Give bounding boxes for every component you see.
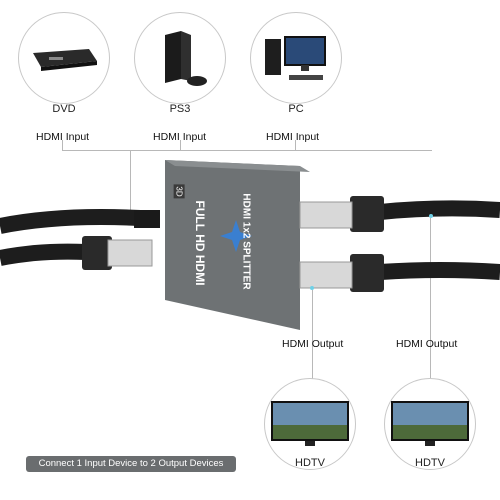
dvd-label: DVD <box>52 103 76 115</box>
ps3-source <box>134 12 226 104</box>
connector-line <box>312 290 313 380</box>
tv-icon <box>271 401 349 446</box>
hdmi-input-label: HDMI Input <box>153 131 207 143</box>
hdtv-display <box>384 378 476 470</box>
tv-icon <box>391 401 469 446</box>
input-plug <box>134 210 160 228</box>
accent-dot <box>429 214 433 218</box>
desktop-computer-icon <box>265 36 326 80</box>
splitter-badge: 3D <box>173 184 185 199</box>
splitter-brand-text: HDMI 1x2 SPLITTER <box>240 193 252 290</box>
ps3-label: PS3 <box>169 103 191 115</box>
dvd-source <box>18 12 110 104</box>
pc-label: PC <box>288 103 304 115</box>
connector-line <box>295 140 296 151</box>
caption-banner: Connect 1 Input Device to 2 Output Devic… <box>26 456 236 472</box>
hdmi-output-label: HDMI Output <box>282 338 344 350</box>
connector-line <box>180 140 181 151</box>
connector-line <box>130 150 131 220</box>
hdmi-output-label: HDMI Output <box>396 338 458 350</box>
hdtv-label: HDTV <box>295 457 325 469</box>
game-console-icon <box>165 31 207 86</box>
connector-line <box>62 140 63 151</box>
pc-source <box>250 12 342 104</box>
connector-line <box>62 150 432 151</box>
hdmi-input-label: HDMI Input <box>266 131 320 143</box>
hdmi-input-label: HDMI Input <box>36 131 90 143</box>
hdtv-label: HDTV <box>415 457 445 469</box>
dvd-drive-icon <box>33 49 97 71</box>
connector-line <box>430 218 431 378</box>
accent-dot <box>310 286 314 290</box>
splitter-sub-text: FULL HD HDMI <box>193 200 207 286</box>
hdtv-display <box>264 378 356 470</box>
